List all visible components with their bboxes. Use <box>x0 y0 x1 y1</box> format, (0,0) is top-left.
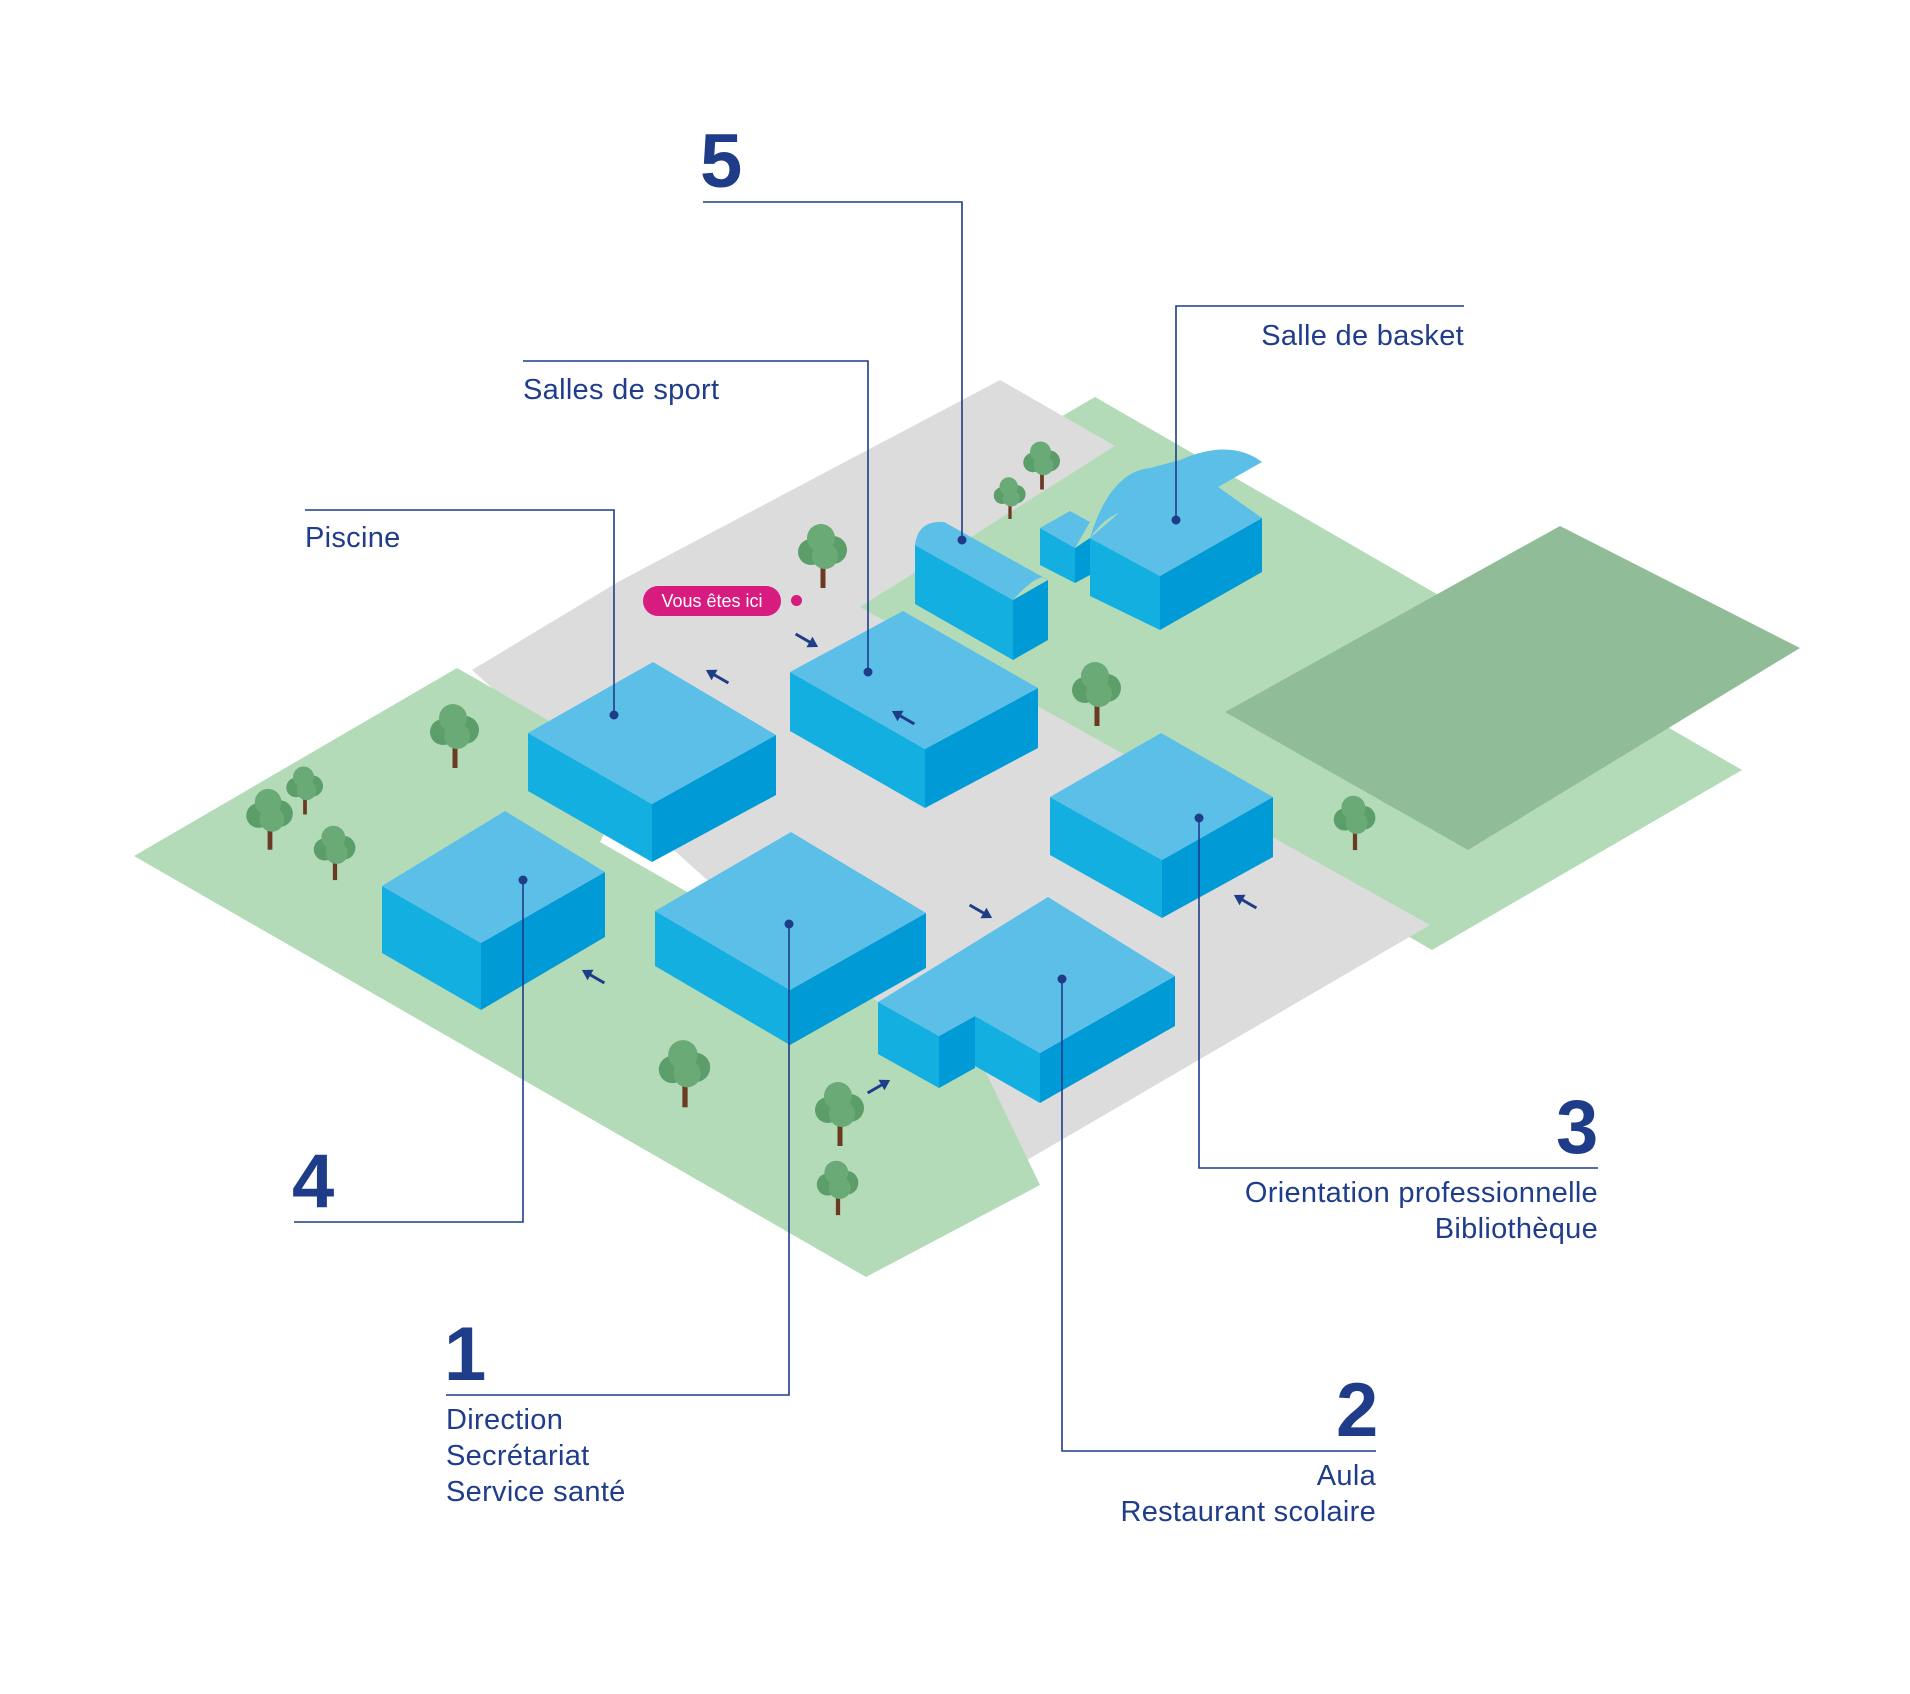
leader-line-1 <box>446 924 790 1396</box>
location-dot-icon <box>863 667 873 677</box>
buildings-layer <box>382 449 1273 1103</box>
label-building-2-line-2: Restaurant scolaire <box>1120 1496 1376 1528</box>
direction-arrow-icon <box>1233 894 1258 910</box>
direction-arrow-icon <box>794 632 819 648</box>
location-dot-icon <box>957 535 967 545</box>
sports-field <box>1225 526 1800 850</box>
tree-icon <box>816 1160 859 1216</box>
tree-icon <box>658 1040 711 1108</box>
building-3[interactable] <box>1050 733 1273 918</box>
direction-arrow-icon <box>866 1079 891 1095</box>
location-dot-icon <box>1057 974 1067 984</box>
leader-line-piscine <box>305 509 615 715</box>
direction-arrow-icon <box>968 903 993 919</box>
tree-icon <box>1023 441 1060 490</box>
location-dot-icon <box>1194 813 1204 823</box>
location-dot-icon <box>609 710 619 720</box>
leader-line-5 <box>703 201 963 540</box>
leader-line-salle-de-basket <box>1175 305 1464 520</box>
label-building-3-line-2: Bibliothèque <box>1434 1213 1598 1245</box>
label-building-1-line-2: Secrétariat <box>446 1440 590 1472</box>
label-building-1-line-3: Service santé <box>446 1476 626 1508</box>
label-salles-de-sport: Salles de sport <box>523 374 720 406</box>
leader-line-4 <box>294 880 524 1223</box>
tree-icon <box>815 1082 864 1146</box>
leader-line-salles-de-sport <box>523 360 869 672</box>
building-number-5: 5 <box>700 119 743 204</box>
ground-layer <box>134 380 1800 1277</box>
label-building-1-line-1: Direction <box>446 1404 564 1436</box>
label-building-3-line-1: Orientation professionnelle <box>1244 1177 1598 1209</box>
tree-icon <box>313 825 356 881</box>
building-number-2: 2 <box>1336 1368 1379 1453</box>
leader-lines <box>294 201 1598 1452</box>
location-dot-icon <box>1171 515 1181 525</box>
building-number-3: 3 <box>1556 1085 1599 1170</box>
direction-arrows <box>581 632 1258 1095</box>
tree-icon <box>798 524 847 588</box>
location-dot-icon <box>791 595 802 606</box>
tree-icon <box>993 477 1026 519</box>
label-building-2-line-1: Aula <box>1316 1460 1376 1492</box>
location-dot-icon <box>518 875 528 885</box>
trees <box>246 441 1376 1216</box>
leader-dots <box>518 515 1204 984</box>
building-number-1: 1 <box>444 1312 487 1397</box>
direction-arrow-icon <box>891 710 916 726</box>
building-1[interactable] <box>655 832 926 1045</box>
tree-icon <box>1072 662 1121 726</box>
tree-icon <box>286 766 323 815</box>
leader-line-3 <box>1198 818 1598 1169</box>
leader-line-2 <box>1061 979 1376 1452</box>
building-piscine[interactable] <box>528 662 776 862</box>
building-4[interactable] <box>382 811 605 1010</box>
tree-icon <box>430 704 479 768</box>
tree-icon <box>1333 795 1376 851</box>
location-dot-icon <box>784 919 794 929</box>
direction-arrow-icon <box>705 669 730 685</box>
tree-icon <box>246 788 293 850</box>
building-number-4: 4 <box>292 1139 335 1224</box>
building-salles-de-sport[interactable] <box>790 611 1038 808</box>
building-5[interactable] <box>915 521 1048 660</box>
label-salle-de-basket: Salle de basket <box>1261 320 1464 352</box>
you-are-here-badge[interactable]: Vous êtes ici <box>643 586 781 616</box>
building-2[interactable] <box>878 897 1175 1103</box>
label-piscine: Piscine <box>305 522 401 554</box>
direction-arrow-icon <box>581 969 606 985</box>
